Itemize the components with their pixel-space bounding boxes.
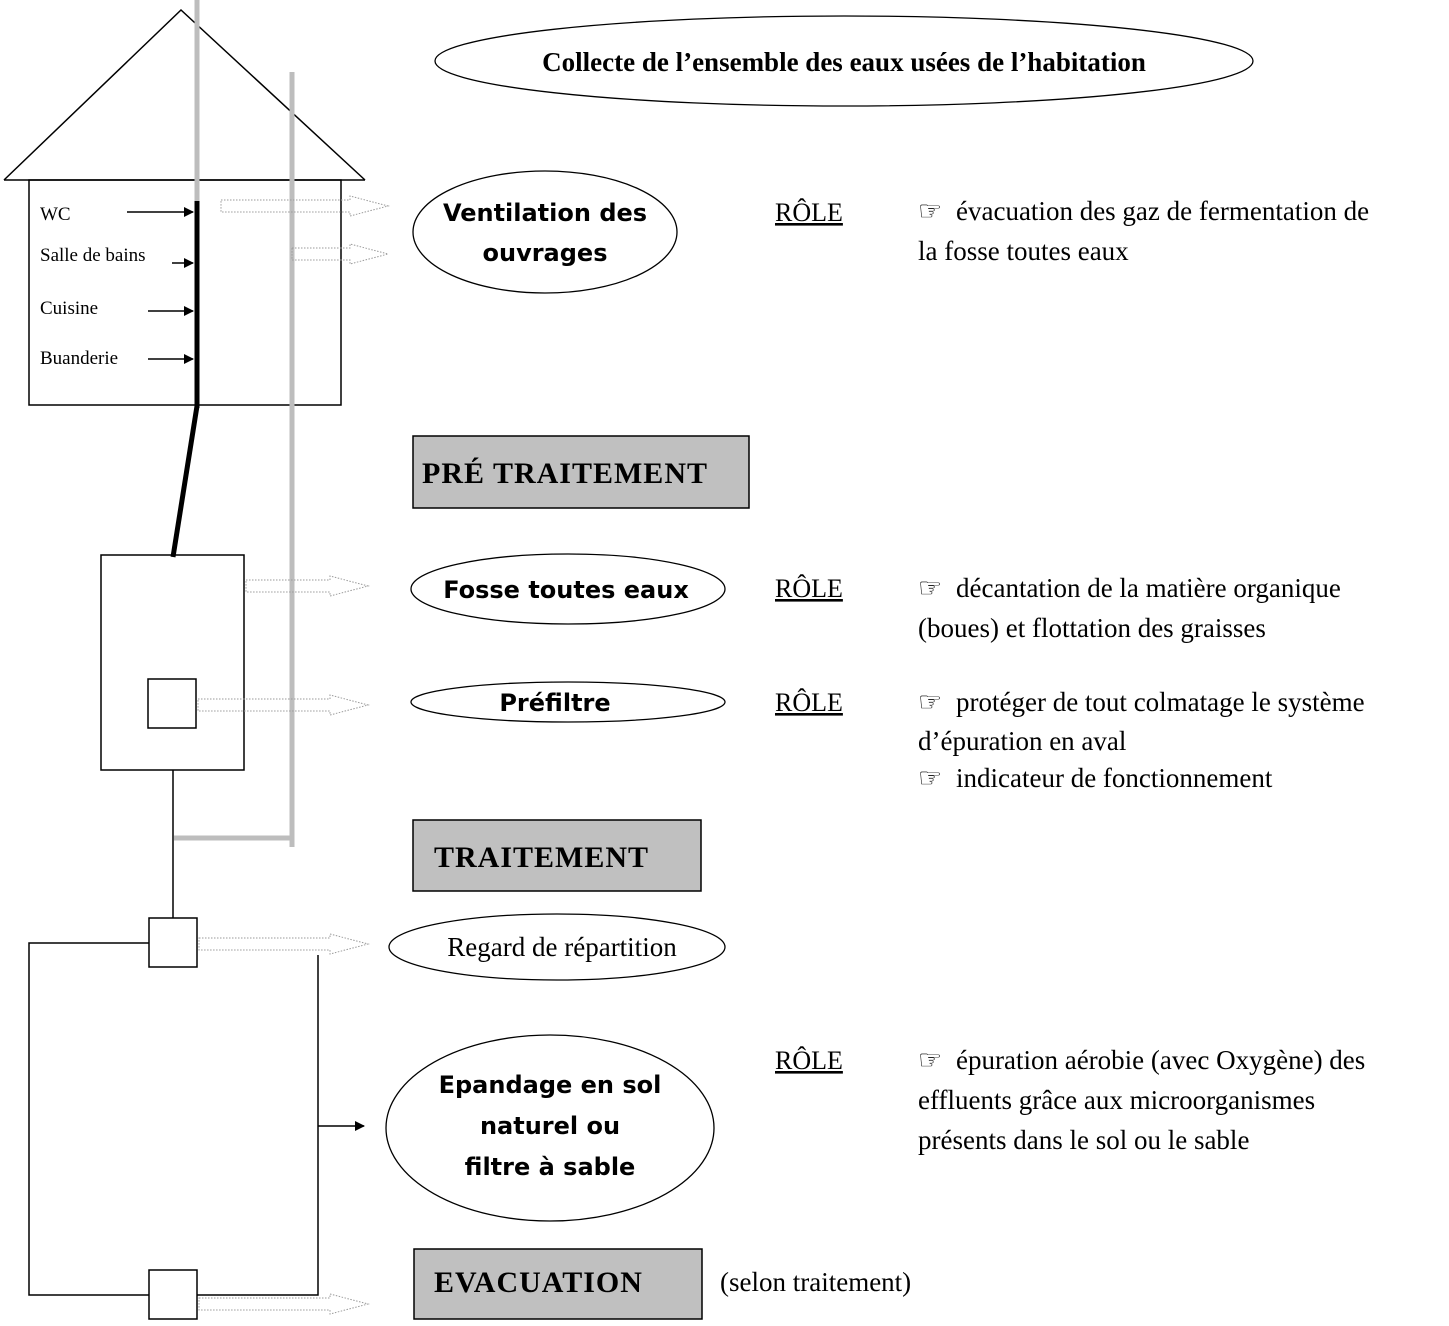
waste-drop — [170, 405, 200, 558]
epandage-bubble-line-1: Epandage en sol — [439, 1071, 662, 1099]
role-icon-ventilation: ☞ — [918, 196, 942, 226]
role-label-prefiltre: RÔLE — [775, 688, 843, 717]
fosse-bubble — [410, 553, 726, 625]
title-ellipse — [434, 15, 1254, 107]
hollow-arrow-prefiltre — [197, 694, 370, 716]
stage-label-traitement: TRAITEMENT — [434, 841, 649, 874]
septic-tank — [100, 554, 245, 771]
epandage-bubble-line-2: naturel ou — [480, 1112, 620, 1140]
hollow-arrow-ventilation-1 — [220, 195, 390, 217]
room-label-salle-de-bains: Salle de bains — [40, 245, 146, 266]
prefiltre-bubble-label: Préfiltre — [499, 689, 610, 717]
role-icon-prefiltre-extra: ☞ — [918, 763, 942, 793]
stage-box-pretraitement — [412, 435, 750, 509]
collection-box — [148, 1269, 198, 1320]
epandage-bubble — [385, 1034, 715, 1222]
hollow-arrow-evacuation — [198, 1293, 370, 1315]
prefiltre-bubble — [410, 681, 726, 723]
hollow-arrow-ventilation-2 — [291, 243, 390, 265]
stage-label-pretraitement: PRÉ TRAITEMENT — [422, 457, 708, 490]
role-icon-epandage: ☞ — [918, 1045, 942, 1075]
evacuation-note: (selon traitement) — [720, 1267, 911, 1297]
ventilation-bubble — [412, 170, 678, 294]
role-text-fosse-1: décantation de la matière organique — [956, 573, 1341, 603]
title-text: Collecte de l’ensemble des eaux usées de… — [542, 47, 1146, 77]
prefilter-box — [147, 678, 197, 729]
house-roof — [3, 8, 366, 181]
ventilation-bubble-line-2: ouvrages — [483, 239, 608, 267]
room-label-wc: WC — [40, 204, 71, 225]
role-text-epandage-1: épuration aérobie (avec Oxygène) des — [956, 1045, 1365, 1075]
room-label-buanderie: Buanderie — [40, 348, 118, 369]
distribution-box — [148, 917, 198, 968]
role-text-prefiltre-2: d’épuration en aval — [918, 726, 1126, 756]
epandage-bubble-line-3: filtre à sable — [465, 1153, 636, 1181]
role-icon-fosse: ☞ — [918, 573, 942, 603]
stage-label-evacuation: EVACUATION — [434, 1266, 643, 1299]
role-text-prefiltre-1: protéger de tout colmatage le système — [956, 687, 1365, 717]
loop-right — [197, 955, 319, 1296]
regard-bubble — [388, 913, 726, 981]
hollow-arrow-regard — [198, 933, 370, 955]
room-inlets: WC Salle de bains Cuisine Buanderie — [40, 204, 194, 369]
loop-left — [28, 942, 149, 1296]
role-label-fosse: RÔLE — [775, 574, 843, 603]
house — [3, 8, 366, 406]
stage-box-evacuation — [413, 1248, 703, 1320]
role-label-epandage: RÔLE — [775, 1046, 843, 1075]
role-text-prefiltre-extra: indicateur de fonctionnement — [956, 763, 1273, 793]
role-text-epandage-2: effluents grâce aux microorganismes — [918, 1085, 1315, 1115]
hollow-arrow-fosse — [245, 575, 370, 597]
role-text-epandage-3: présents dans le sol ou le sable — [918, 1125, 1249, 1155]
room-label-cuisine: Cuisine — [40, 298, 98, 319]
ventilation-bubble-line-1: Ventilation des — [443, 199, 647, 227]
stage-box-traitement — [412, 819, 702, 892]
role-label-ventilation: RÔLE — [775, 198, 843, 227]
role-text-fosse-2: (boues) et flottation des graisses — [918, 613, 1266, 643]
waste-pipe — [170, 201, 200, 558]
role-icon-prefiltre: ☞ — [918, 687, 942, 717]
role-text-ventilation-2: la fosse toutes eaux — [918, 236, 1129, 266]
fosse-bubble-label: Fosse toutes eaux — [443, 576, 689, 604]
regard-bubble-label: Regard de répartition — [447, 932, 677, 962]
role-text-ventilation-1: évacuation des gaz de fermentation de — [956, 196, 1369, 226]
hollow-arrows — [197, 195, 390, 1315]
house-walls — [28, 179, 342, 406]
